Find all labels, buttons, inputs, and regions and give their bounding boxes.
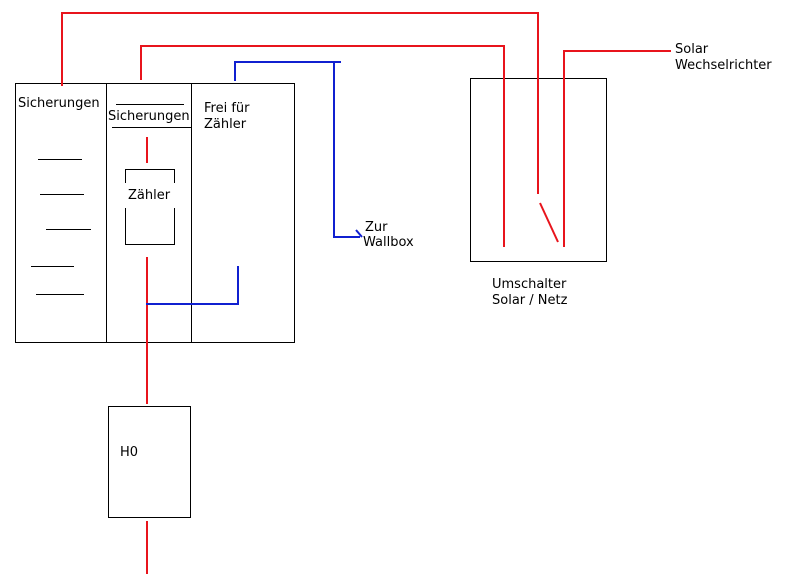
label-frei-fuer: Frei für <box>204 101 250 116</box>
blue-wire-wallbox-down <box>333 62 360 238</box>
h0-box <box>108 406 191 518</box>
switch-blade <box>539 202 559 243</box>
label-sicherungen-middle: Sicherungen <box>108 109 190 124</box>
blue-wire-tick <box>355 229 363 238</box>
red-wire-inner <box>140 45 505 247</box>
blue-wire-board <box>146 266 239 305</box>
distribution-board <box>15 83 295 343</box>
label-umschalter: Umschalter <box>492 277 567 292</box>
blue-wire-wallbox <box>234 61 341 81</box>
label-zaehler: Zähler <box>128 188 171 203</box>
meter-bracket <box>125 169 175 183</box>
red-wire-outer <box>61 12 539 194</box>
label-wallbox: Wallbox <box>363 235 414 250</box>
label-zur: Zur <box>365 220 388 235</box>
label-sicherungen-left: Sicherungen <box>18 96 100 111</box>
label-solar: Solar <box>675 42 709 57</box>
label-wechselrichter: Wechselrichter <box>675 58 772 73</box>
red-wire-inverter <box>563 50 671 247</box>
label-solar-netz: Solar / Netz <box>492 293 568 308</box>
label-frei-fuer-zaehler: Zähler <box>204 117 247 132</box>
label-h0: H0 <box>120 445 139 460</box>
meter-bracket <box>125 208 175 245</box>
